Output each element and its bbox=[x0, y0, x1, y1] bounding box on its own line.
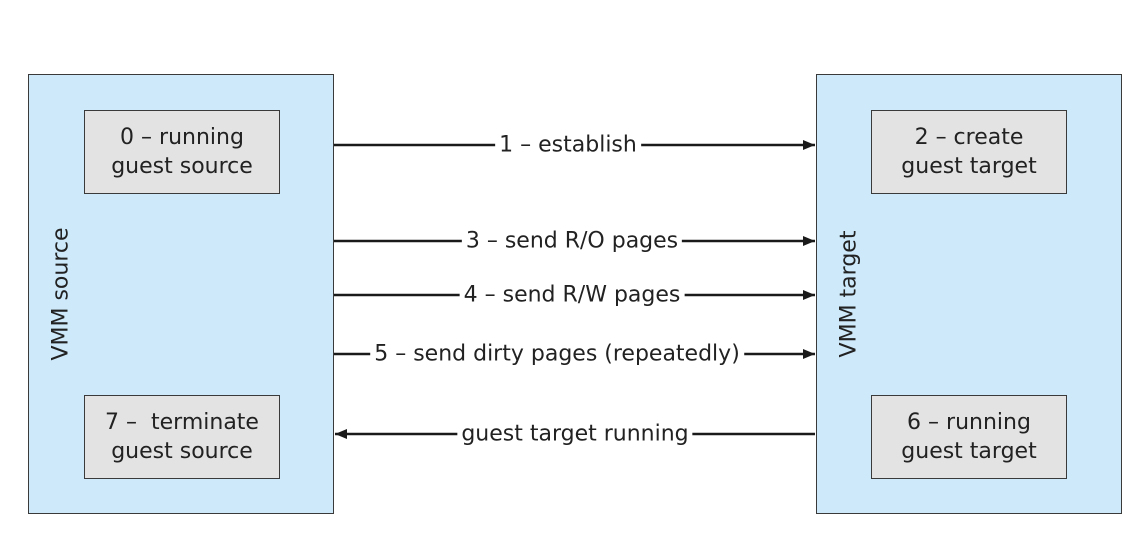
send-ro-label: 3 – send R/O pages bbox=[461, 228, 683, 254]
send-dirty-label: 5 – send dirty pages (repeatedly) bbox=[370, 341, 744, 367]
send-rw-label: 4 – send R/W pages bbox=[459, 282, 685, 308]
establish-label: 1 – establish bbox=[495, 132, 641, 158]
target-running-label: guest target running bbox=[457, 421, 693, 447]
vmm-target-panel: VMM target 2 – create guest target 6 – r… bbox=[816, 74, 1122, 514]
running-guest-source-box: 0 – running guest source bbox=[84, 110, 280, 194]
vmm-source-panel: VMM source 0 – running guest source 7 – … bbox=[28, 74, 334, 514]
terminate-guest-source-box: 7 – terminate guest source bbox=[84, 395, 280, 479]
create-guest-target-box: 2 – create guest target bbox=[871, 110, 1067, 194]
running-guest-target-box: 6 – running guest target bbox=[871, 395, 1067, 479]
